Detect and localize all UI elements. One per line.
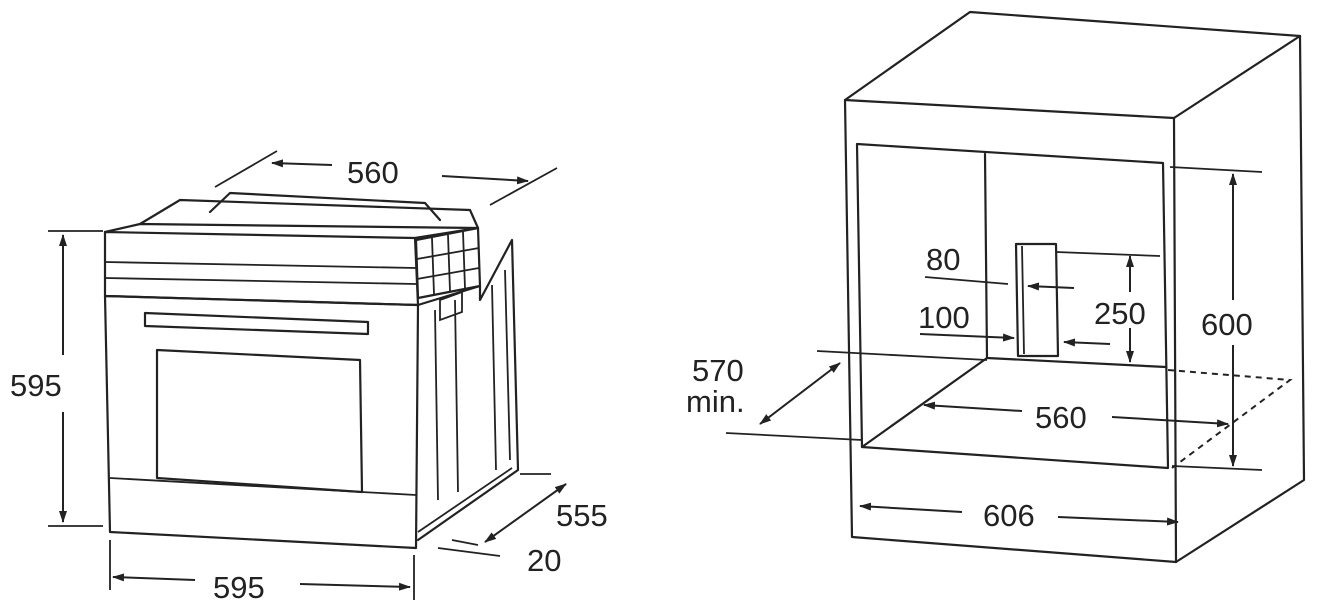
cabinet-drawing: 80 100 250 600 570 min. 560 606 xyxy=(686,10,1306,564)
oven-drawing: 560 595 595 555 20 xyxy=(10,150,608,605)
dim-oven-body-depth: 555 xyxy=(556,498,608,533)
dim-niche-depth-unit: min. xyxy=(686,384,745,419)
dim-oven-depth-top: 560 xyxy=(347,155,399,190)
oven-window xyxy=(155,348,364,494)
vent-grille-icon xyxy=(414,226,482,300)
dim-cabinet-width: 606 xyxy=(983,498,1035,533)
oven-top-raised-plate xyxy=(208,191,442,222)
dim-opening-gap: 80 xyxy=(926,242,960,277)
dim-niche-width: 560 xyxy=(1035,400,1087,435)
oven-door-handle xyxy=(143,311,370,336)
oven-top-panel xyxy=(138,198,480,230)
dim-niche-depth: 570 xyxy=(692,353,744,388)
cabinet-niche xyxy=(855,142,1170,470)
dim-door-offset: 20 xyxy=(527,543,561,578)
oven-control-panel xyxy=(103,230,420,307)
dim-oven-height: 595 xyxy=(10,368,62,403)
vent-slot xyxy=(1014,242,1060,358)
dim-vent-offset: 100 xyxy=(918,300,970,335)
cabinet-outer xyxy=(843,10,1306,564)
oven-side-body xyxy=(416,238,520,542)
dim-vent-height: 250 xyxy=(1094,296,1146,331)
dim-niche-height: 600 xyxy=(1201,307,1253,342)
dim-oven-width: 595 xyxy=(213,570,265,605)
oven-door xyxy=(103,294,420,550)
